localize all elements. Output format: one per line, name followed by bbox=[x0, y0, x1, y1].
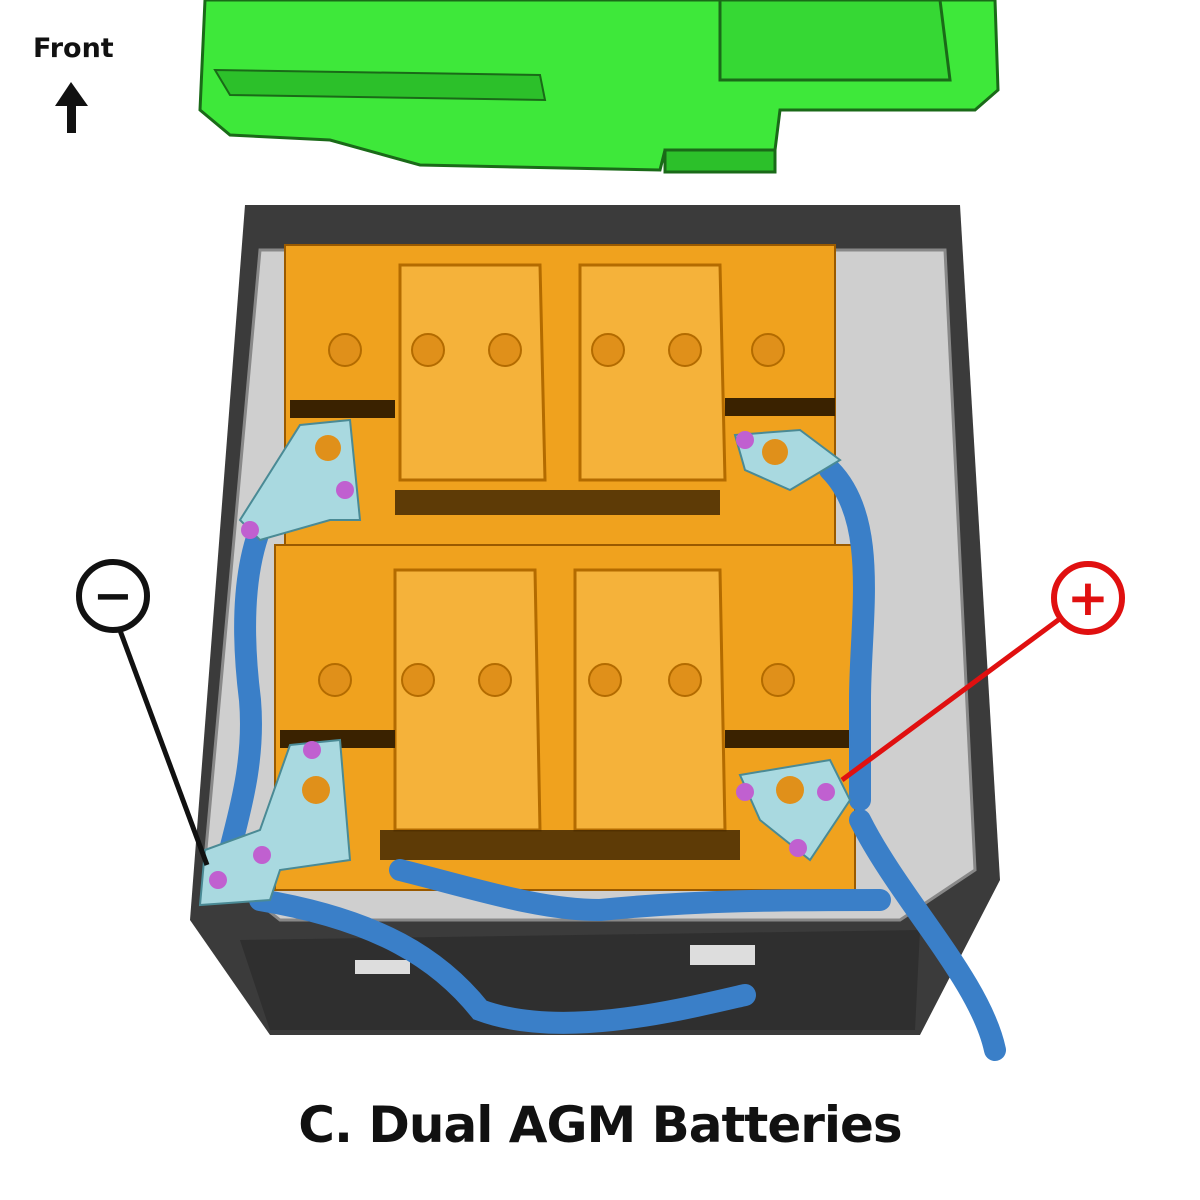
front-label: Front bbox=[33, 33, 114, 64]
terminal-bolts bbox=[209, 431, 835, 889]
terminal-posts bbox=[302, 435, 804, 804]
figure-caption: C. Dual AGM Batteries bbox=[298, 1096, 902, 1154]
battery-front bbox=[274, 544, 856, 891]
front-arrow-icon bbox=[55, 82, 88, 133]
negative-callout bbox=[76, 559, 210, 866]
positive-symbol: + bbox=[1067, 569, 1109, 627]
battery-cover bbox=[198, 0, 1000, 174]
positive-callout bbox=[840, 561, 1125, 783]
cell-caps bbox=[318, 333, 795, 697]
negative-symbol: − bbox=[93, 568, 133, 624]
battery-rear bbox=[284, 244, 836, 546]
